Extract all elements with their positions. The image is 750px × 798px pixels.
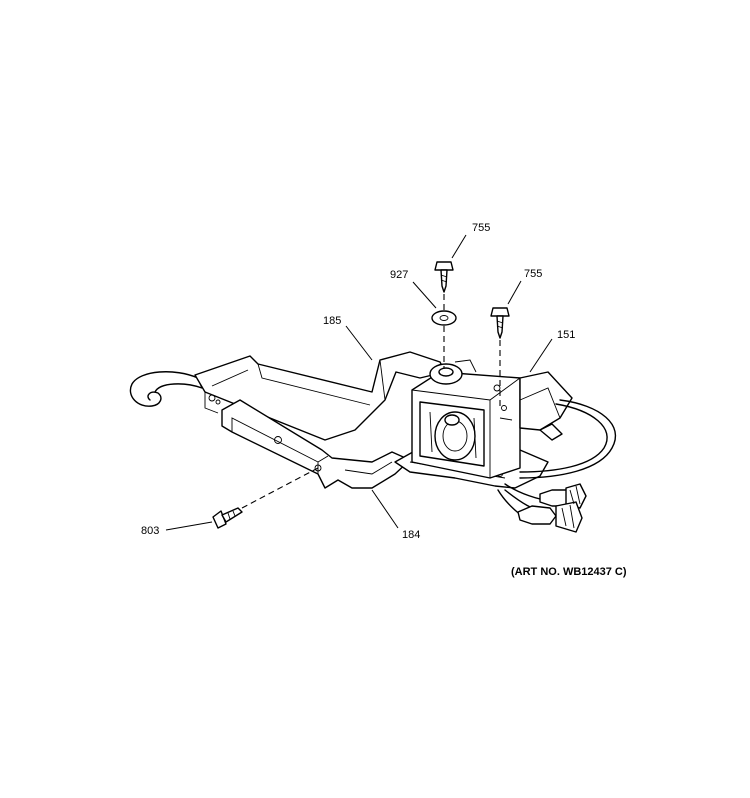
label-185: 185 [323, 315, 341, 327]
washer-927 [431, 310, 457, 326]
label-184: 184 [402, 529, 420, 541]
spindle-boss [429, 363, 463, 385]
bracket-185 [194, 351, 446, 441]
wire-harness [497, 399, 617, 517]
leader-lines [165, 234, 553, 531]
art-number: (ART NO. WB12437 C) [511, 566, 627, 578]
hook-bracket [129, 371, 203, 407]
assembly-lines [241, 294, 501, 509]
label-927: 927 [390, 269, 408, 281]
screw-803 [212, 507, 243, 529]
label-151: 151 [557, 329, 575, 341]
wire-connectors [517, 483, 587, 533]
screw-755-top [434, 261, 454, 293]
label-755-top: 755 [472, 222, 490, 234]
screw-755-right [490, 307, 510, 339]
switch-bracket [519, 371, 573, 441]
label-755-right: 755 [524, 268, 542, 280]
motor-housing [411, 359, 521, 479]
label-803: 803 [141, 525, 159, 537]
